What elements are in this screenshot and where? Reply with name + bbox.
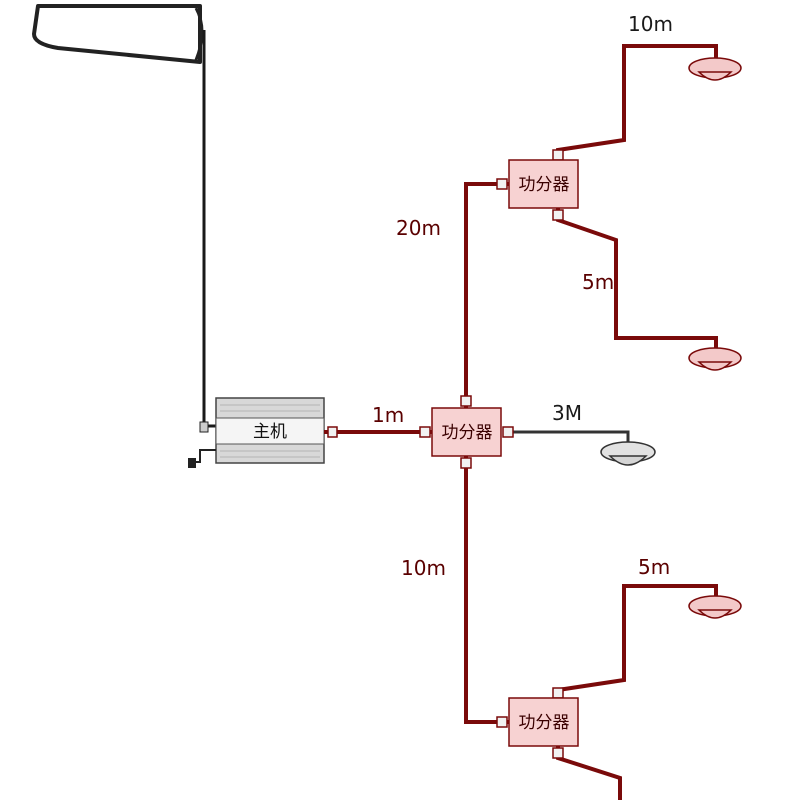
splitter-label: 功分器 — [519, 713, 570, 733]
cable-length-label: 20m — [396, 216, 441, 240]
cable-bottom-lower — [556, 746, 622, 800]
feeder-cable — [202, 30, 216, 428]
connectors — [327, 149, 564, 759]
cable-main-bottom — [464, 456, 509, 724]
cable-length-label: 5m — [638, 555, 670, 579]
cable-length-label: 10m — [401, 556, 446, 580]
cable-length-label: 10m — [628, 12, 673, 36]
outdoor-antenna-icon — [32, 4, 204, 64]
coax-cables — [324, 44, 718, 800]
host-unit: 主机 — [215, 397, 325, 464]
cable-main-top — [464, 182, 509, 408]
cable-length-label: 1m — [372, 403, 404, 427]
cable-main-right-antenna — [503, 430, 630, 444]
ceiling-antenna-icon — [600, 441, 656, 466]
cable-length-label: 3M — [552, 401, 582, 425]
splitter-label: 功分器 — [442, 423, 493, 443]
ceiling-antenna-icon — [688, 595, 742, 619]
splitter-main: 功分器 — [431, 407, 502, 457]
cable-length-label: 5m — [582, 270, 614, 294]
splitter-bottom: 功分器 — [508, 697, 579, 747]
ceiling-antenna-icon — [688, 347, 742, 371]
splitter-top: 功分器 — [508, 159, 579, 209]
ceiling-antenna-icon — [688, 57, 742, 81]
splitter-label: 功分器 — [519, 175, 570, 195]
power-plug-icon — [194, 449, 216, 463]
host-label: 主机 — [253, 422, 287, 442]
